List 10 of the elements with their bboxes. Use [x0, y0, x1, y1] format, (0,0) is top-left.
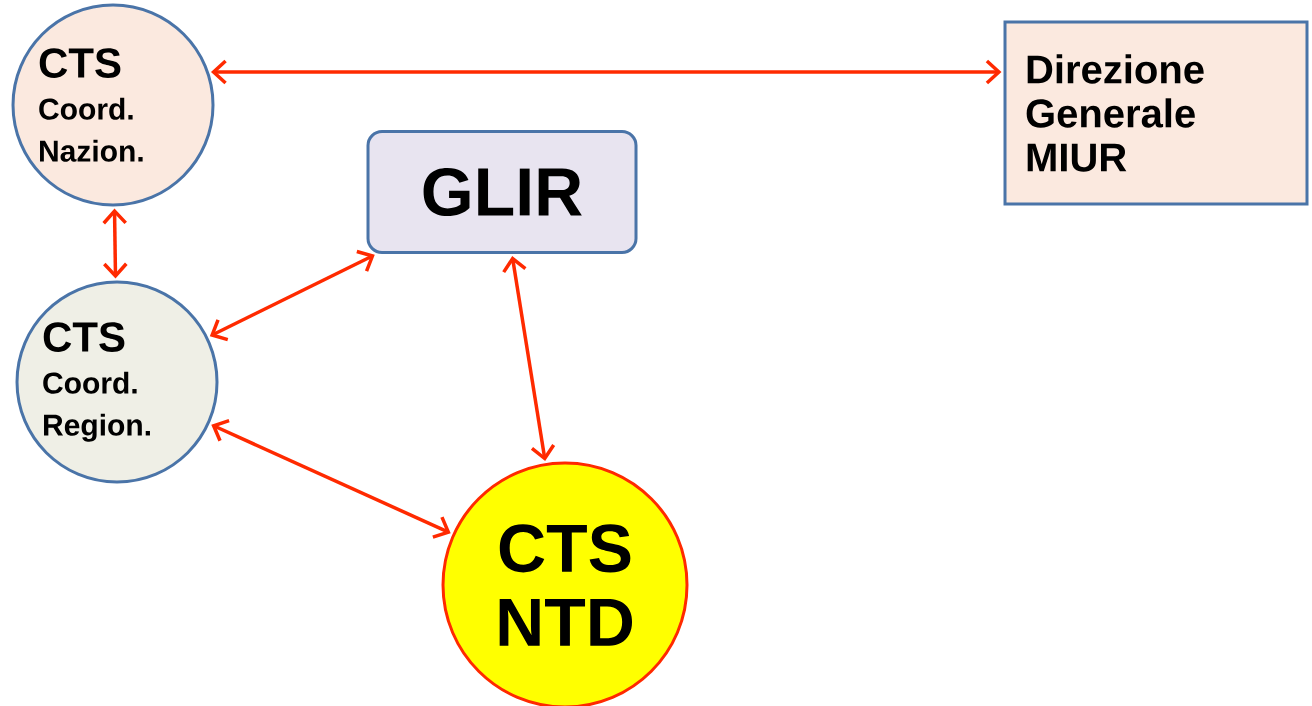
- arrow: [211, 59, 1002, 85]
- arrow: [211, 419, 451, 539]
- arrow: [102, 208, 128, 279]
- rounded-box: GLIR: [366, 130, 638, 254]
- arrow: [209, 249, 375, 342]
- circle-node: CTS NTD: [441, 461, 689, 706]
- arrow: [502, 255, 556, 462]
- circle-node: CTS Coord. Nazion.: [11, 3, 215, 207]
- circle-node: CTS Coord. Region.: [15, 280, 219, 484]
- org-box: Direzione Generale MIUR: [1003, 20, 1309, 206]
